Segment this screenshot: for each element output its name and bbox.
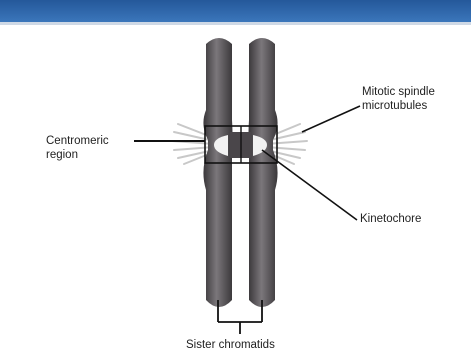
- header-bar: [0, 0, 471, 22]
- centromeric-region-label: Centromeric region: [46, 134, 109, 162]
- centromeric-label-line2: region: [46, 148, 109, 162]
- spindle-label-line1: Mitotic spindle: [362, 85, 435, 99]
- sister-chromatids-label: Sister chromatids: [186, 338, 275, 352]
- kinetochore-label: Kinetochore: [360, 212, 421, 226]
- sister-chromatids-label-text: Sister chromatids: [186, 338, 275, 352]
- spindle-microtubules-label: Mitotic spindle microtubules: [362, 85, 435, 113]
- right-chromatid: [249, 38, 278, 307]
- spindle-label-line2: microtubules: [362, 99, 435, 113]
- spindle-leader: [302, 106, 360, 132]
- left-chromatid: [203, 38, 232, 307]
- kinetochore-label-text: Kinetochore: [360, 212, 421, 226]
- header-bar-shadow: [0, 22, 471, 25]
- centromeric-label-line1: Centromeric: [46, 134, 109, 148]
